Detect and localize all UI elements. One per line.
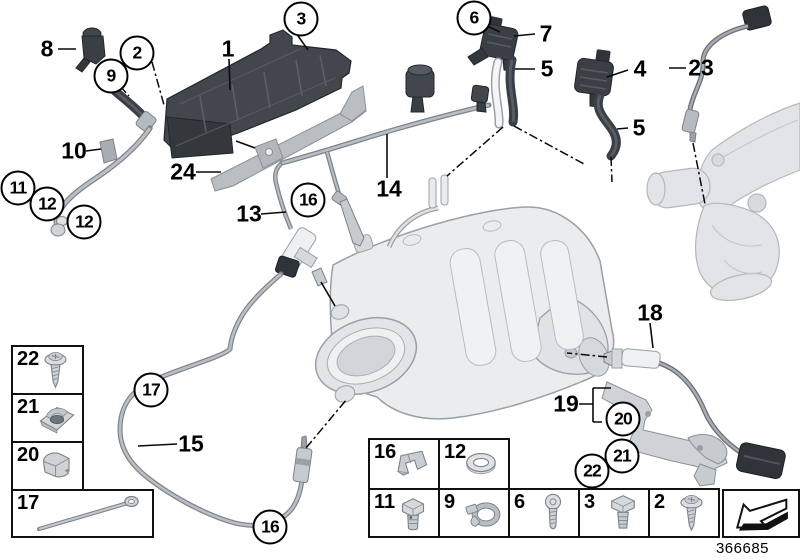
legend-item-3[interactable]: 3 [578, 488, 650, 538]
callout-17[interactable]: 17 [133, 372, 169, 408]
callout-5[interactable]: 5 [540, 55, 554, 82]
callout-3[interactable]: 3 [283, 1, 319, 37]
legend-ref-2: 2 [654, 491, 666, 513]
legend-ref-20: 20 [17, 444, 40, 466]
cover-clip-icon [36, 445, 78, 487]
callout-16[interactable]: 16 [290, 182, 326, 218]
heat-shield [210, 85, 367, 192]
callout-20[interactable]: 20 [605, 401, 641, 437]
spring-clip-icon [392, 443, 434, 485]
leader-lines [58, 25, 686, 447]
callout-10[interactable]: 10 [61, 137, 87, 164]
callout-7[interactable]: 7 [539, 20, 553, 47]
callout-14[interactable]: 14 [376, 175, 402, 202]
temp-sensor-23 [681, 5, 772, 143]
legend-item-11[interactable]: 11 [368, 488, 440, 538]
callout-12[interactable]: 12 [66, 204, 102, 240]
callout-19[interactable]: 19 [553, 390, 579, 417]
legend-ref-17: 17 [17, 492, 40, 514]
callout-5[interactable]: 5 [632, 114, 646, 141]
direction-arrow-icon [729, 495, 793, 533]
legend-item-6[interactable]: 6 [508, 488, 580, 538]
lambda-sensor-18 [603, 348, 786, 480]
callout-15[interactable]: 15 [178, 430, 204, 457]
pressure-sensor-8 [75, 27, 106, 73]
banjo-bolt-icon [392, 492, 434, 534]
legend-item-20[interactable]: 20 [11, 441, 84, 491]
lambda-sensor-13 [272, 162, 328, 287]
torx-screw-icon [532, 492, 574, 534]
legend-item-12[interactable]: 12 [438, 438, 510, 490]
legend-item-9[interactable]: 9 [438, 488, 510, 538]
callout-13[interactable]: 13 [236, 200, 262, 227]
dpf-pressure-sensor-4 [574, 49, 614, 108]
flange-screw-icon [36, 349, 78, 391]
temp-sensor-16-bottom [292, 435, 313, 484]
hex-bolt-icon [602, 492, 644, 534]
doc-number: 366685 [715, 540, 770, 557]
legend-ref-16: 16 [374, 441, 397, 463]
intake-manifold [646, 102, 800, 301]
legend-ref-12: 12 [444, 441, 467, 463]
pressure-pipe-10 [50, 125, 153, 237]
temp-sensor-probe-top [324, 151, 365, 247]
legend-item-17[interactable]: 17 [11, 489, 154, 538]
callout-18[interactable]: 18 [637, 299, 663, 326]
direction-of-travel-box [722, 489, 800, 538]
flange-screw-icon [672, 492, 714, 534]
callout-1[interactable]: 1 [221, 35, 235, 62]
hose-clamp-icon [462, 492, 504, 534]
hose-5-rear [593, 90, 621, 161]
legend-ref-9: 9 [444, 491, 456, 513]
callout-9[interactable]: 9 [93, 58, 129, 94]
callout-22[interactable]: 22 [574, 453, 610, 489]
callout-23[interactable]: 23 [688, 54, 714, 81]
hose-5-front [490, 55, 519, 129]
sensor-harness-14 [279, 64, 492, 166]
legend-ref-21: 21 [17, 396, 40, 418]
legend-item-22[interactable]: 22 [11, 345, 84, 395]
speed-nut-icon [36, 397, 78, 439]
callout-16[interactable]: 16 [252, 509, 288, 545]
legend-ref-11: 11 [374, 491, 396, 513]
dpf-canister [314, 174, 615, 420]
cable-strap-icon [30, 494, 148, 534]
legend-item-21[interactable]: 21 [11, 393, 84, 443]
legend-item-16[interactable]: 16 [368, 438, 440, 490]
legend-ref-6: 6 [514, 491, 526, 513]
dash-dot-leader-lines [119, 61, 706, 449]
callout-21[interactable]: 21 [604, 438, 640, 474]
callout-6[interactable]: 6 [456, 0, 492, 36]
callout-8[interactable]: 8 [40, 35, 54, 62]
callout-2[interactable]: 2 [119, 35, 155, 71]
legend-ref-22: 22 [17, 348, 40, 370]
callout-24[interactable]: 24 [170, 158, 196, 185]
legend-item-2[interactable]: 2 [648, 488, 720, 538]
callout-12[interactable]: 12 [29, 186, 65, 222]
callout-4[interactable]: 4 [633, 55, 647, 82]
direction-arrow-use [737, 499, 788, 530]
mounting-bracket [163, 29, 352, 159]
legend-ref-3: 3 [584, 491, 596, 513]
